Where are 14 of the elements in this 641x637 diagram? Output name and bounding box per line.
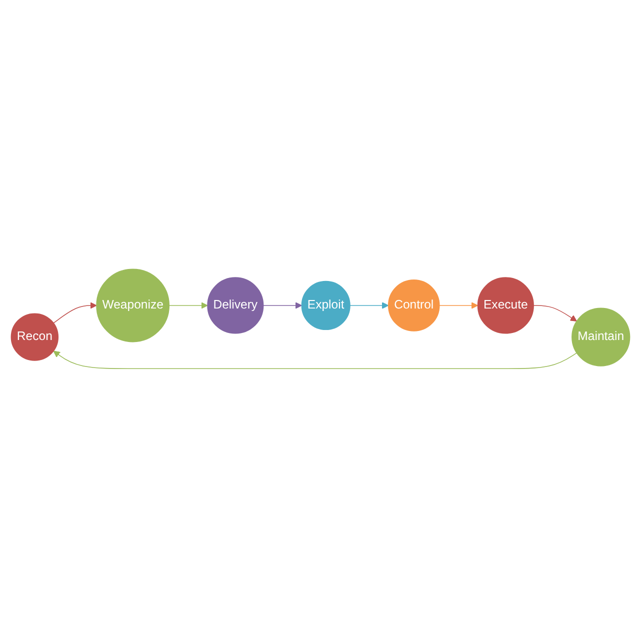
node-circle: Maintain [572,307,630,366]
arrow [168,302,208,308]
arrow [53,302,97,324]
arrow [53,350,578,369]
arrow [533,304,577,322]
node-circle: Control [388,279,440,331]
node-circle: Execute [477,276,534,334]
arrow [262,302,302,308]
node-circle: Exploit [301,280,350,330]
node-circle: Delivery [207,276,264,334]
node-circle: Weaponize [96,268,170,342]
node-circle: Recon [10,312,59,361]
arrow [439,302,478,308]
arrow [350,302,389,308]
